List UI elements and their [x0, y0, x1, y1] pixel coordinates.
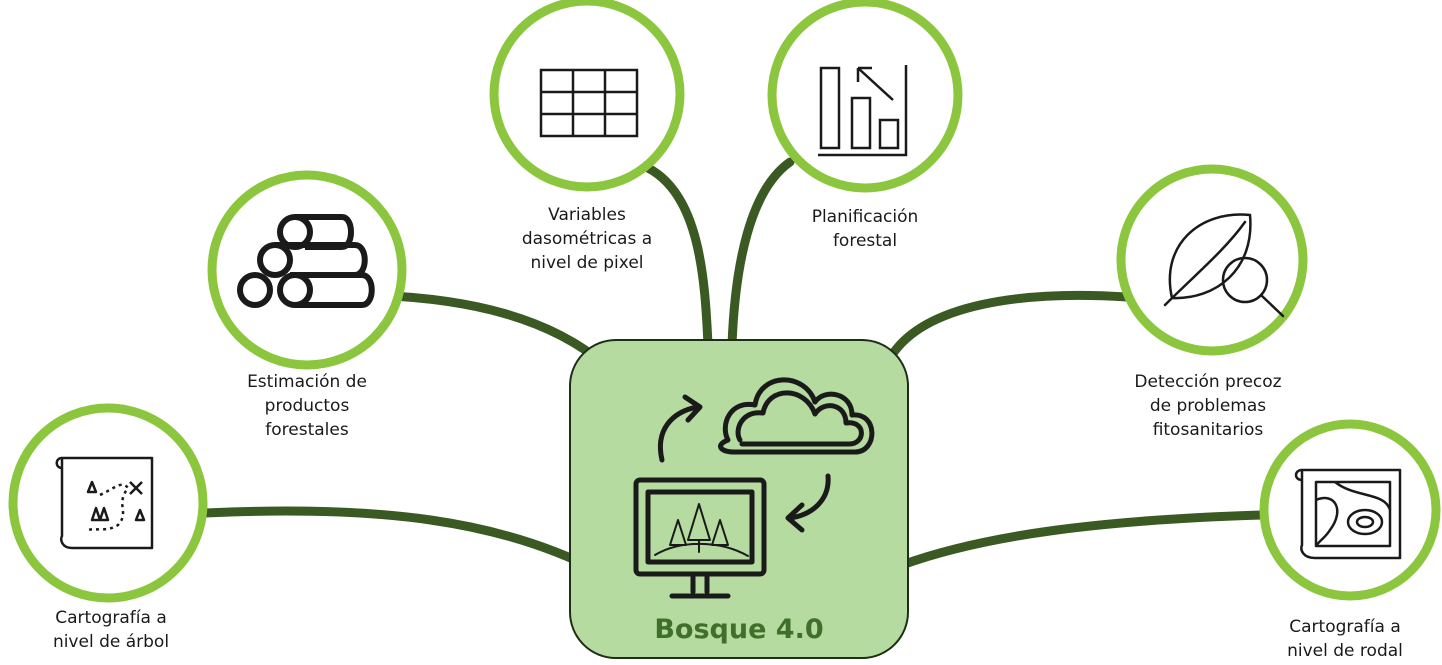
- connector-tree-mapping: [200, 506, 605, 577]
- center-box: [569, 339, 909, 659]
- node-stand-mapping: [1259, 419, 1441, 601]
- label-forest-planning: Planificación forestal: [811, 207, 919, 251]
- connector-forest-products: [365, 290, 610, 370]
- node-ring: [767, 0, 963, 193]
- log-pile-icon: [237, 214, 375, 308]
- cloud-computer-forest-icon: [633, 377, 875, 599]
- node-ring: [207, 170, 407, 370]
- node-early-detection: [1116, 164, 1308, 356]
- label-stand-mapping: Cartografía a nivel de rodal: [1287, 617, 1403, 661]
- node-forest-products: [207, 170, 407, 370]
- label-forest-products: Estimación de productos forestales: [247, 372, 367, 440]
- bar-chart-icon: [818, 65, 908, 157]
- node-tree-mapping: [8, 403, 208, 603]
- center-node: Bosque 4.0: [569, 339, 909, 659]
- node-pixel-variables: [489, 0, 685, 192]
- center-title: Bosque 4.0: [654, 614, 823, 645]
- node-ring: [489, 0, 685, 192]
- node-ring: [8, 403, 208, 603]
- connector-forest-planning: [727, 157, 795, 350]
- table-grid-icon: [539, 68, 639, 138]
- connector-stand-mapping: [897, 510, 1267, 570]
- label-pixel-variables: Variables dasométricas a nivel de pixel: [521, 205, 653, 273]
- treasure-map-icon: [55, 456, 154, 550]
- node-ring: [1259, 419, 1441, 601]
- label-tree-mapping: Cartografía a nivel de árbol: [52, 608, 170, 652]
- connector-pixel-variables: [643, 163, 713, 350]
- contour-map-icon: [1294, 468, 1402, 560]
- node-forest-planning: [767, 0, 963, 193]
- label-early-detection: Detección precoz de problemas fitosanita…: [1134, 372, 1282, 440]
- leaf-magnifier-icon: [1163, 213, 1285, 318]
- connector-early-detection: [887, 290, 1132, 360]
- connectors: [200, 157, 1267, 577]
